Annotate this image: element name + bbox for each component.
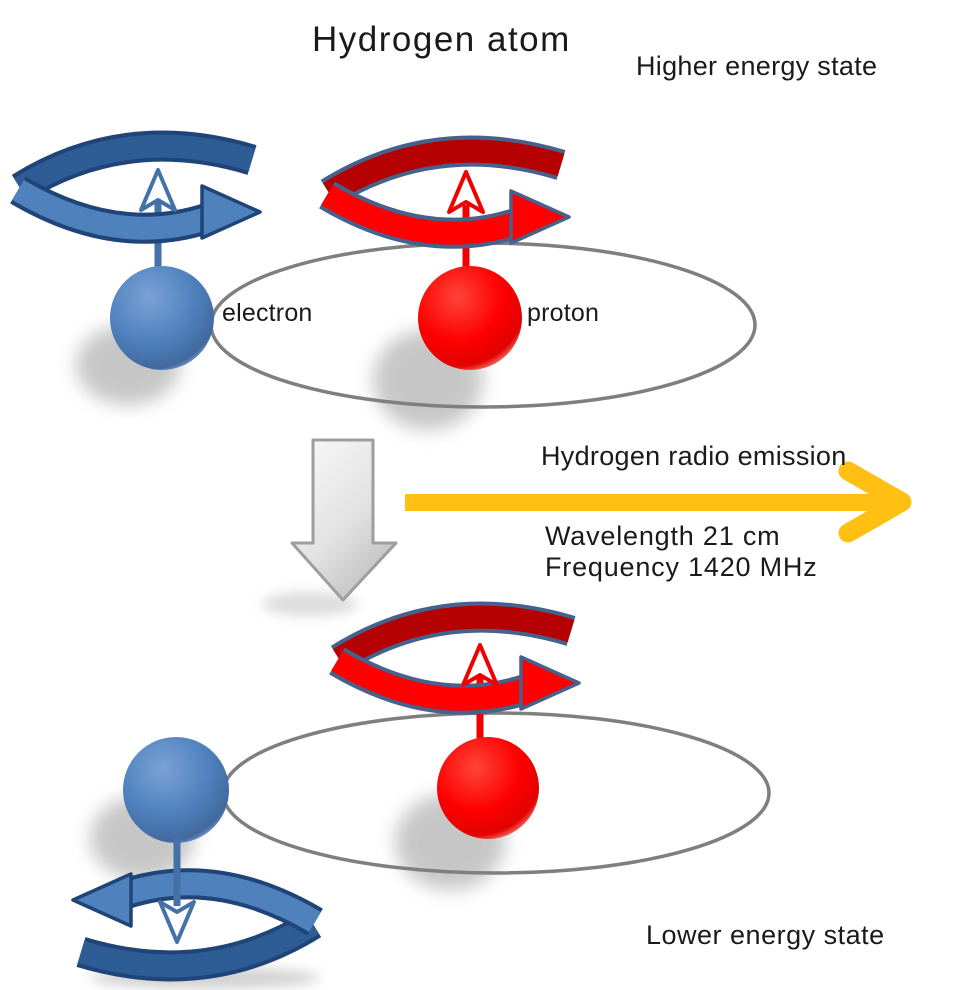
electron-spin-loop-lower [71, 868, 323, 982]
proton-spin-loop-upper [319, 135, 571, 249]
electron-spin-loop-upper [10, 130, 262, 244]
proton-sphere-upper [418, 266, 522, 370]
loop-arrowhead-left-icon [71, 872, 133, 928]
proton-sphere-lower [437, 737, 539, 839]
proton-spin-loop-lower [329, 601, 581, 715]
proton-label: proton [527, 299, 600, 327]
electron-sphere-upper [110, 266, 214, 370]
wavelength-label: Wavelength 21 cm [545, 521, 781, 551]
emission-title-label: Hydrogen radio emission [541, 441, 847, 471]
lower-energy-state-label: Lower energy state [646, 920, 885, 950]
emission-arrow-icon [405, 461, 912, 543]
loop-arrowhead-right-icon [519, 655, 581, 711]
electron-label: electron [222, 299, 313, 327]
electron-sphere-lower [123, 737, 229, 843]
loop-arrowhead-right-icon [509, 189, 571, 245]
loop-arrowhead-right-icon [200, 184, 262, 240]
higher-energy-state-label: Higher energy state [636, 51, 878, 81]
transition-arrow-shadow [262, 592, 358, 616]
electron-spin-down-arrowhead-icon [158, 900, 196, 944]
frequency-label: Frequency 1420 MHz [545, 552, 818, 582]
page-title: Hydrogen atom [312, 20, 571, 59]
proton-spin-up-arrowhead-icon [447, 170, 485, 214]
transition-down-arrow-icon [290, 438, 398, 602]
electron-spin-up-arrowhead-icon [139, 168, 177, 212]
proton-spin-up-arrowhead-icon-lower [461, 643, 499, 687]
